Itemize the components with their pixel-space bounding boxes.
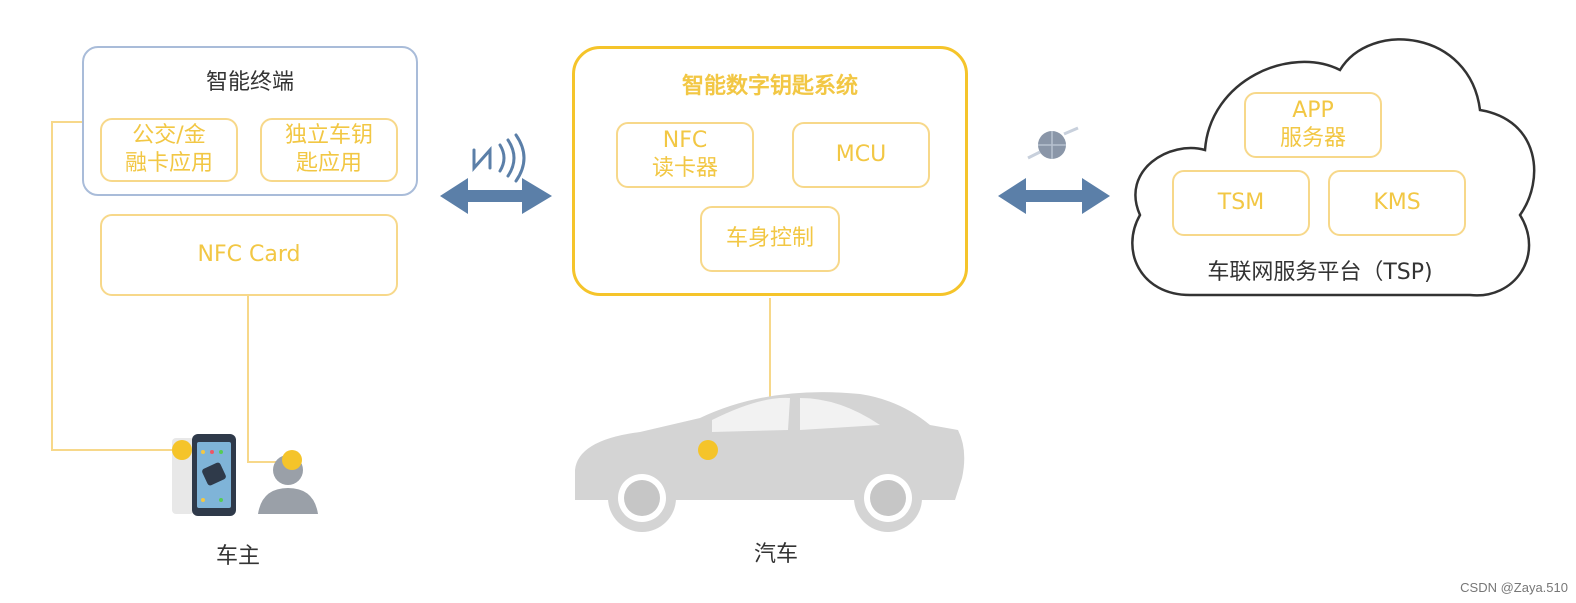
owner-label: 车主 (215, 544, 260, 569)
key-system-title: 智能数字钥匙系统 (681, 74, 858, 99)
terminal-title: 智能终端 (205, 70, 294, 95)
nfc-card-box: NFC Card (100, 214, 398, 296)
phone-dot (172, 440, 192, 460)
body-control-box: 车身控制 (700, 206, 840, 272)
standalone-key-app-box: 独立车钥 匙应用 (260, 118, 398, 182)
owner-dot (282, 450, 302, 470)
car-icon (575, 392, 965, 532)
key-system-group (572, 46, 968, 296)
terminal-group (82, 46, 418, 196)
kms-box: KMS (1328, 170, 1466, 236)
terminal-phone-connector (51, 121, 182, 451)
globe-icon (1027, 126, 1079, 160)
car-label: 汽车 (753, 542, 798, 567)
card-owner-connector (247, 296, 290, 463)
nfc-signal-icon (472, 133, 526, 183)
bus-finance-app-box: 公交/金 融卡应用 (100, 118, 238, 182)
tsp-platform-label: 车联网服务平台（TSP) (1207, 260, 1433, 285)
network-double-arrow (998, 178, 1110, 214)
nfc-double-arrow (440, 178, 552, 214)
car-dot (698, 440, 718, 460)
tsm-box: TSM (1172, 170, 1310, 236)
nfc-reader-box: NFC 读卡器 (616, 122, 754, 188)
mcu-box: MCU (792, 122, 930, 188)
watermark: CSDN @Zaya.510 (1460, 580, 1568, 595)
app-server-box: APP 服务器 (1244, 92, 1382, 158)
phone-icon (172, 434, 236, 516)
